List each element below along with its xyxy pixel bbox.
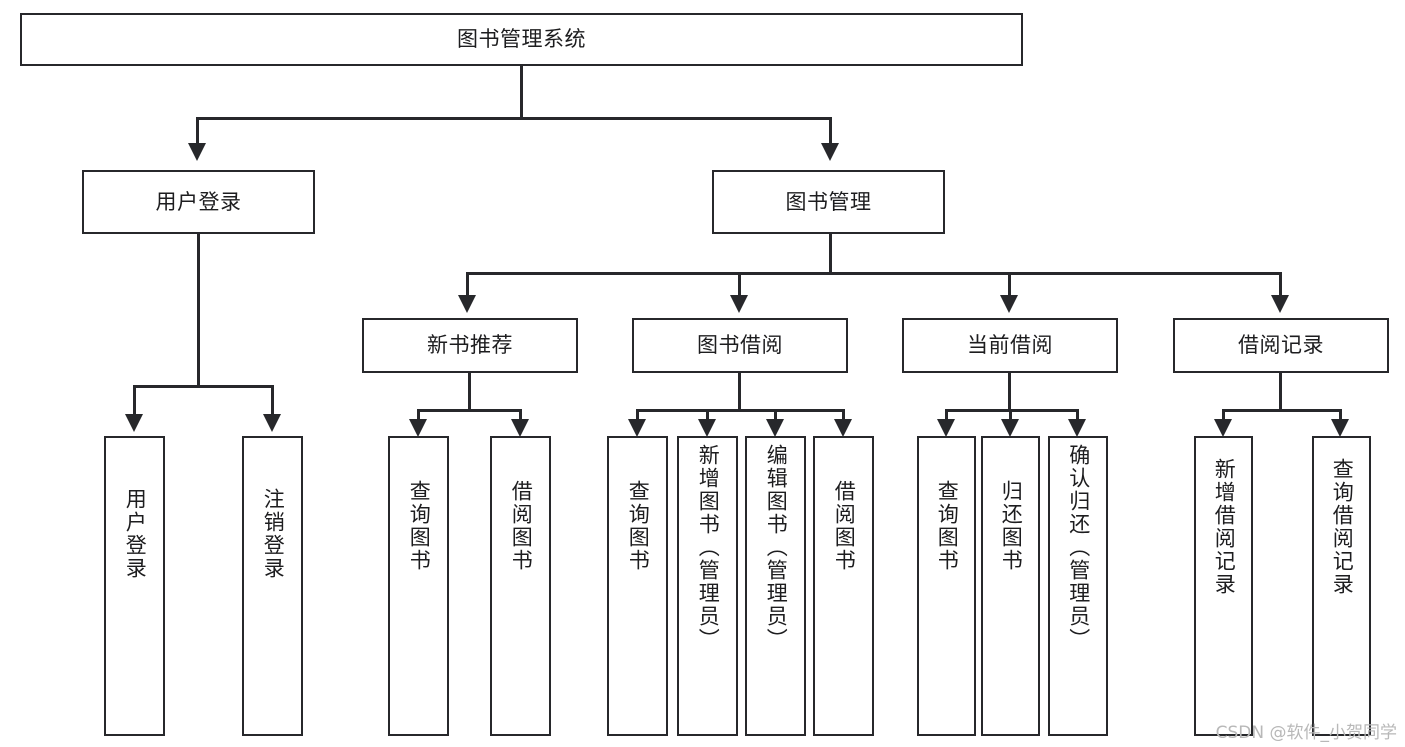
leaf-return-book[interactable]: 归还图书: [981, 436, 1040, 736]
arrow-to-current-borrow: [1000, 295, 1018, 313]
arrow-to-leaf-logout: [263, 414, 281, 432]
connector-root-bus: [196, 117, 832, 120]
connector-bb-drop-4: [842, 409, 845, 421]
connector-bm-drop-3: [1008, 272, 1011, 297]
leaf-user-login[interactable]: 用户登录: [104, 436, 165, 736]
connector-bb-drop-3: [774, 409, 777, 421]
arrow-to-book-management: [821, 143, 839, 161]
node-label: 用户登录: [155, 189, 242, 214]
arrow-to-br-leaf-1: [1214, 419, 1232, 437]
node-label: 查询借阅记录: [1330, 458, 1355, 596]
connector-br-drop-2: [1339, 409, 1342, 421]
node-label: 注销登录: [261, 488, 286, 580]
connector-user-login-stem: [197, 234, 200, 386]
node-current-borrow[interactable]: 当前借阅: [902, 318, 1118, 373]
arrow-to-bb-leaf-2: [698, 419, 716, 437]
arrow-to-leaf-user-login: [125, 414, 143, 432]
leaf-edit-book-admin[interactable]: 编辑图书（管理员）: [745, 436, 806, 736]
node-label: 当前借阅: [967, 333, 1053, 358]
arrow-to-cb-leaf-3: [1068, 419, 1086, 437]
arrow-to-new-book-recommend: [458, 295, 476, 313]
connector-br-bus: [1222, 409, 1342, 412]
node-label: 查询图书: [935, 480, 960, 572]
connector-bb-drop-2: [706, 409, 709, 421]
leaf-confirm-return-admin[interactable]: 确认归还（管理员）: [1048, 436, 1108, 736]
connector-bb-drop-1: [636, 409, 639, 421]
leaf-query-borrow-record[interactable]: 查询借阅记录: [1312, 436, 1371, 736]
leaf-add-book-admin[interactable]: 新增图书（管理员）: [677, 436, 738, 736]
node-label: 借阅记录: [1238, 333, 1324, 358]
connector-br-stem: [1279, 373, 1282, 411]
node-label: 查询图书: [626, 480, 651, 572]
connector-root-to-book-management: [829, 117, 832, 145]
node-label: 图书管理: [785, 189, 872, 214]
connector-br-drop-1: [1222, 409, 1225, 421]
leaf-logout[interactable]: 注销登录: [242, 436, 303, 736]
leaf-borrow-book-nbr[interactable]: 借阅图书: [490, 436, 551, 736]
arrow-to-cb-leaf-2: [1001, 419, 1019, 437]
node-label: 图书管理系统: [457, 27, 586, 52]
node-label: 新增图书（管理员）: [696, 444, 721, 651]
arrow-to-bb-leaf-1: [628, 419, 646, 437]
arrow-to-bb-leaf-4: [834, 419, 852, 437]
arrow-to-nbr-leaf-1: [409, 419, 427, 437]
connector-user-login-drop-1: [133, 385, 136, 416]
connector-root-to-user-login: [196, 117, 199, 145]
leaf-add-borrow-record[interactable]: 新增借阅记录: [1194, 436, 1253, 736]
arrow-to-bb-leaf-3: [766, 419, 784, 437]
leaf-query-book-cb[interactable]: 查询图书: [917, 436, 976, 736]
node-label: 确认归还（管理员）: [1066, 444, 1091, 651]
leaf-query-book-nbr[interactable]: 查询图书: [388, 436, 449, 736]
connector-user-login-drop-2: [271, 385, 274, 416]
node-book-management[interactable]: 图书管理: [712, 170, 945, 234]
connector-bm-drop-1: [466, 272, 469, 297]
connector-bm-drop-2: [738, 272, 741, 297]
connector-cb-drop-2: [1009, 409, 1012, 421]
connector-nbr-drop-1: [417, 409, 420, 421]
node-book-borrow[interactable]: 图书借阅: [632, 318, 848, 373]
arrow-to-book-borrow: [730, 295, 748, 313]
connector-user-login-bus: [133, 385, 273, 388]
arrow-to-user-login: [188, 143, 206, 161]
connector-cb-stem: [1008, 373, 1011, 411]
connector-bb-stem: [738, 373, 741, 411]
arrow-to-nbr-leaf-2: [511, 419, 529, 437]
node-label: 编辑图书（管理员）: [764, 444, 789, 651]
watermark-text: CSDN @软件_小贺同学: [1215, 723, 1397, 743]
node-user-login[interactable]: 用户登录: [82, 170, 315, 234]
node-label: 借阅图书: [832, 480, 857, 572]
node-borrow-record[interactable]: 借阅记录: [1173, 318, 1389, 373]
arrow-to-br-leaf-2: [1331, 419, 1349, 437]
node-root-book-management-system[interactable]: 图书管理系统: [20, 13, 1023, 66]
arrow-to-borrow-record: [1271, 295, 1289, 313]
connector-cb-drop-1: [945, 409, 948, 421]
connector-nbr-bus: [417, 409, 522, 412]
node-label: 借阅图书: [509, 480, 534, 572]
node-label: 用户登录: [123, 488, 148, 580]
connector-bb-bus: [636, 409, 844, 412]
connector-nbr-drop-2: [519, 409, 522, 421]
leaf-query-book-bb[interactable]: 查询图书: [607, 436, 668, 736]
node-label: 新增借阅记录: [1212, 458, 1237, 596]
node-label: 图书借阅: [697, 333, 783, 358]
connector-nbr-stem: [468, 373, 471, 411]
connector-book-management-bus: [466, 272, 1282, 275]
node-label: 新书推荐: [427, 333, 513, 358]
node-new-book-recommend[interactable]: 新书推荐: [362, 318, 578, 373]
arrow-to-cb-leaf-1: [937, 419, 955, 437]
leaf-borrow-book-bb[interactable]: 借阅图书: [813, 436, 874, 736]
connector-root-stem: [520, 66, 523, 118]
node-label: 查询图书: [407, 480, 432, 572]
connector-book-management-stem: [829, 234, 832, 274]
connector-cb-drop-3: [1076, 409, 1079, 421]
node-label: 归还图书: [999, 480, 1024, 572]
connector-bm-drop-4: [1279, 272, 1282, 297]
